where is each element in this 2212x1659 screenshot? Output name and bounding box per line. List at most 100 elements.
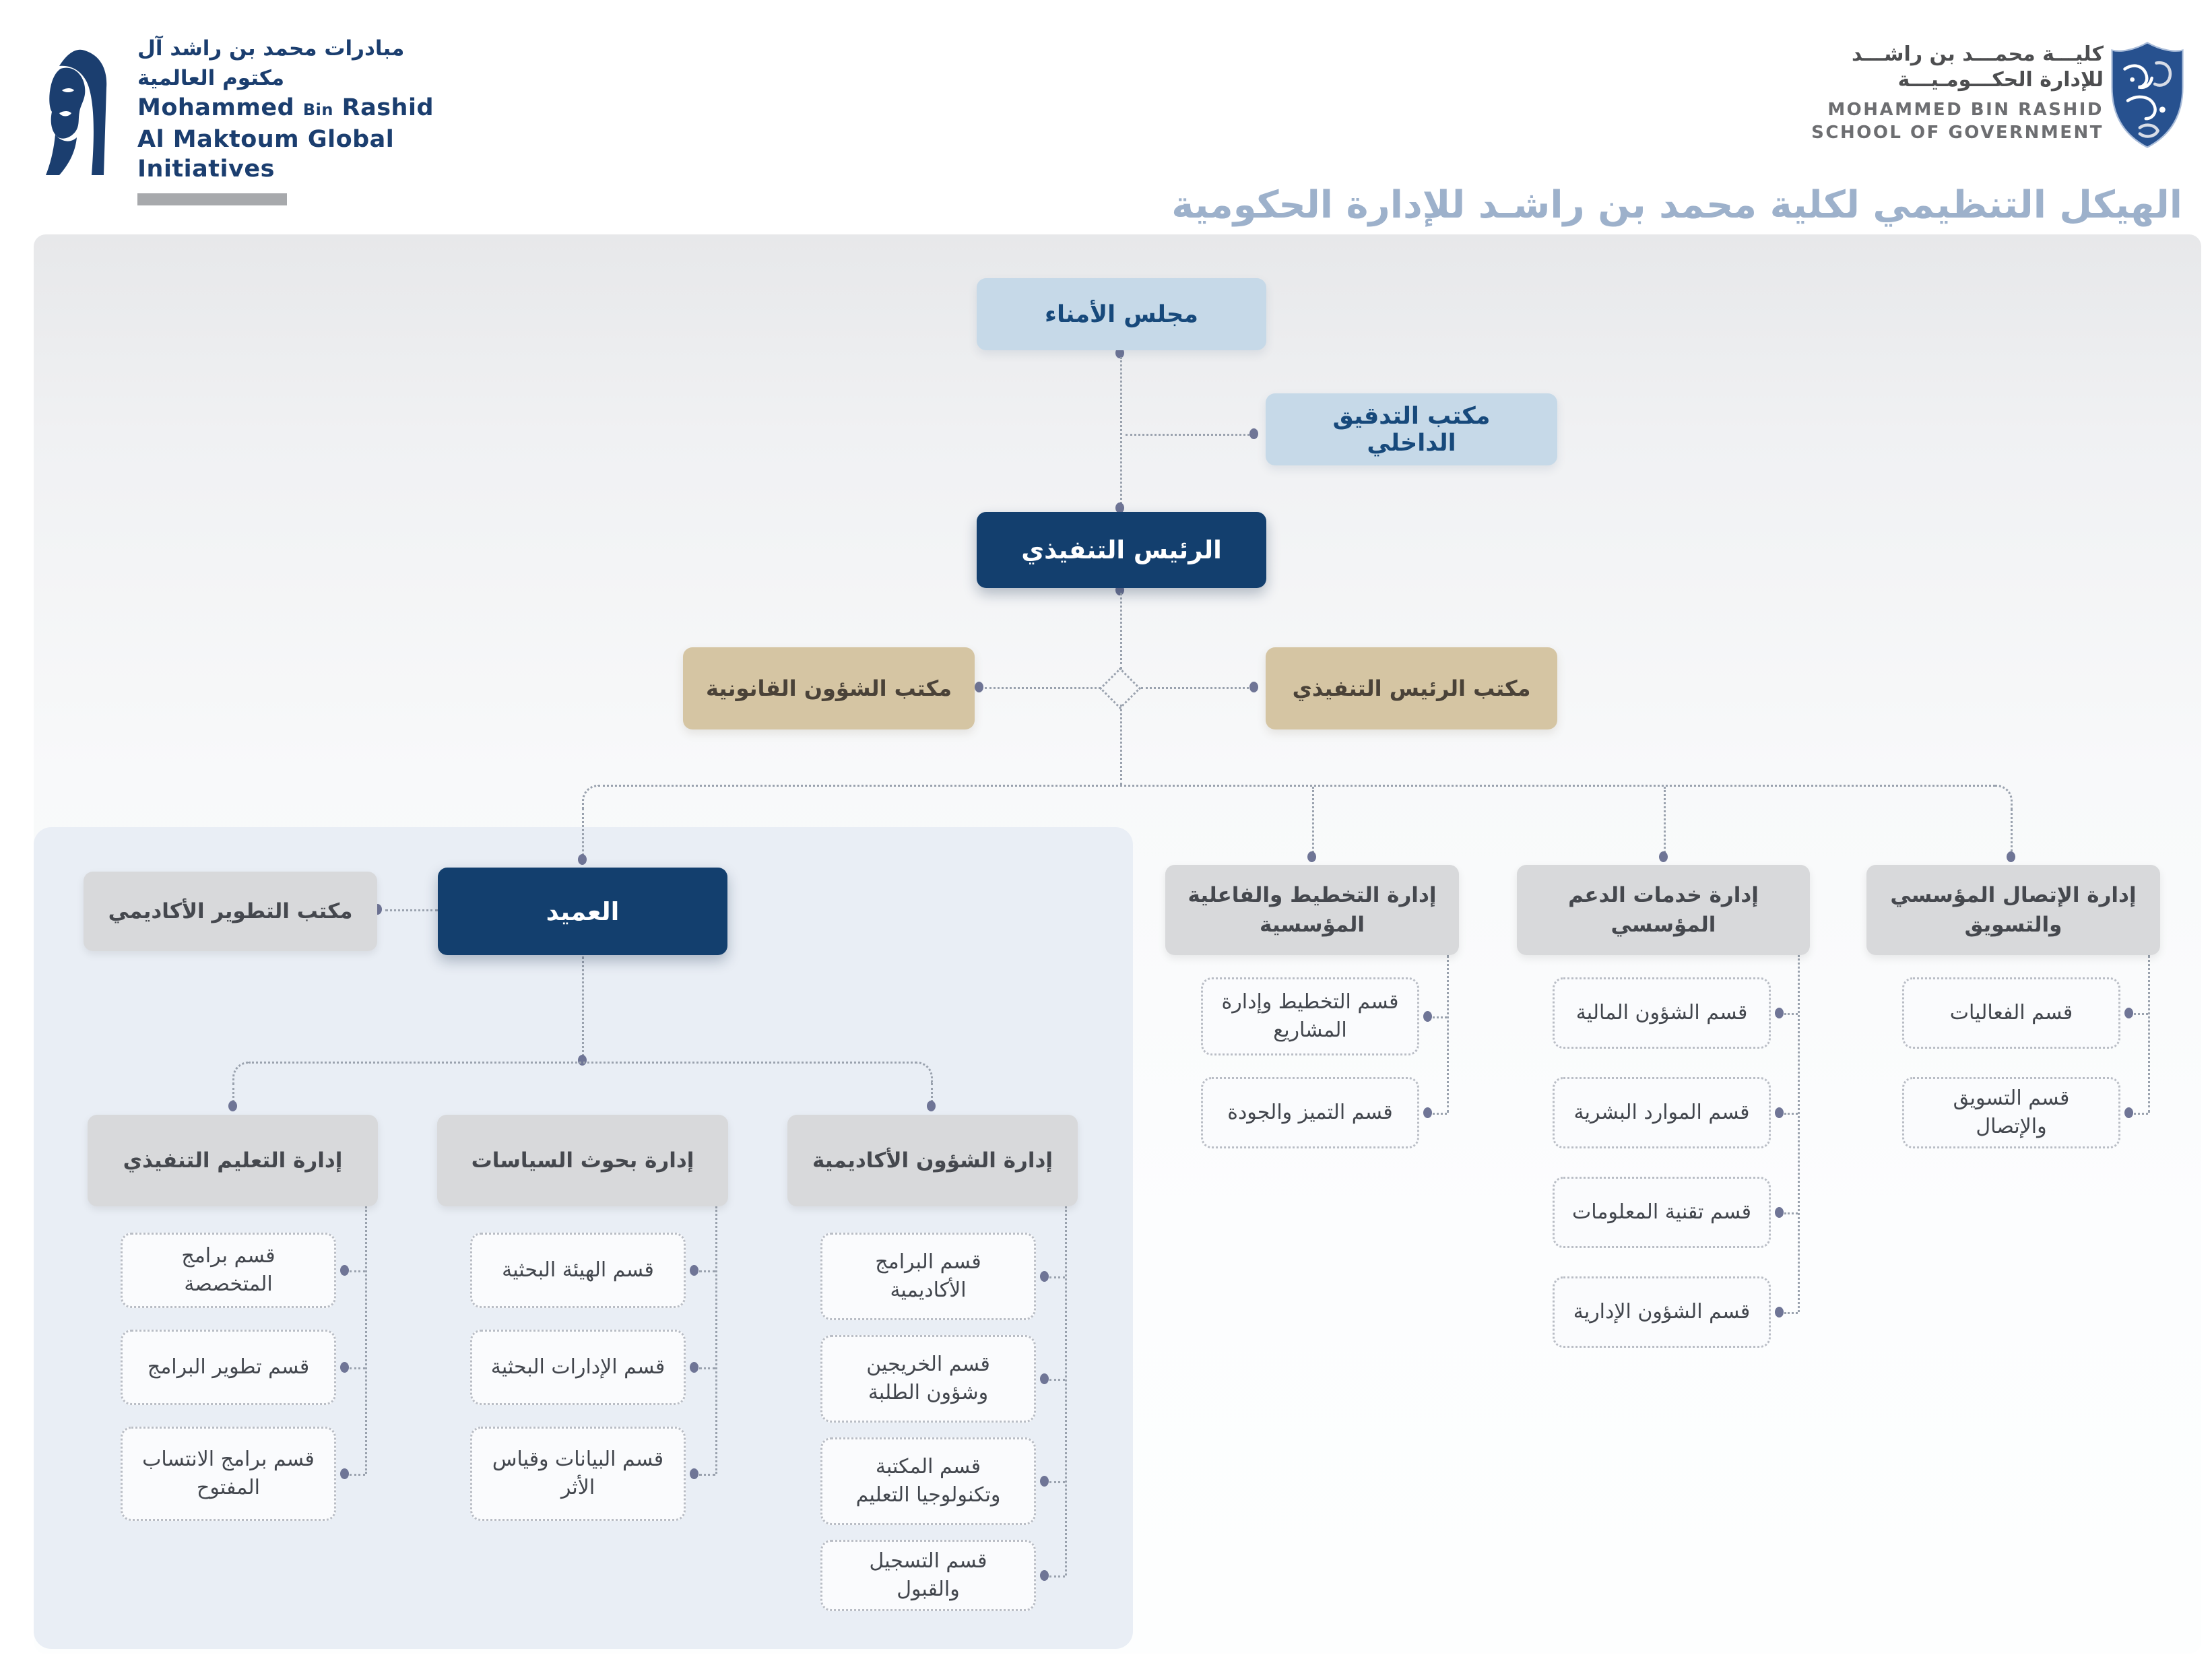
node-legal-affairs-office: مكتب الشؤون القانونية	[683, 647, 975, 729]
node-section-research-departments: قسم الإدارات البحثية	[470, 1330, 686, 1405]
node-academic-development-office: مكتب التطوير الأكاديمي	[84, 872, 377, 951]
connector-elbow	[232, 1062, 250, 1084]
connector-dot	[690, 1265, 698, 1276]
connector-line	[350, 1367, 365, 1369]
mbrgi-logo-underline	[137, 193, 287, 205]
mbrgi-english-name-line1: Mohammed Bin Rashid	[137, 94, 434, 121]
connector-dot	[1775, 1008, 1784, 1018]
connector-line	[1049, 1276, 1065, 1278]
connector-dot	[340, 1362, 349, 1373]
connector-line	[1664, 787, 1666, 857]
connector-line	[1120, 705, 1122, 785]
connector-line	[715, 1206, 717, 1474]
connector-dot	[690, 1468, 698, 1479]
connector-line	[2148, 955, 2150, 1113]
connector-line	[1433, 1016, 1447, 1018]
connector-line	[1784, 1013, 1798, 1015]
connector-dot	[927, 1101, 936, 1111]
connector-dot	[1249, 428, 1258, 439]
node-dept-policy-research: إدارة بحوث السياسات	[437, 1115, 728, 1206]
node-dept-executive-education: إدارة التعليم التنفيذي	[88, 1115, 378, 1206]
connector-line	[1784, 1212, 1798, 1214]
connector-dot	[2124, 1008, 2133, 1018]
connector-line	[350, 1270, 365, 1272]
node-dept-institutional-support-services: إدارة خدمات الدعم المؤسسي	[1517, 865, 1810, 955]
connector-dot	[1775, 1107, 1784, 1118]
node-dean: العميد	[438, 868, 727, 955]
connector-line	[2134, 1113, 2148, 1115]
connector-elbow	[582, 785, 599, 810]
node-dept-academic-affairs: إدارة الشؤون الأكاديمية	[787, 1115, 1078, 1206]
connector-line	[699, 1474, 715, 1476]
connector-dot	[578, 1055, 587, 1066]
node-section-administrative-affairs: قسم الشؤون الإدارية	[1553, 1276, 1771, 1348]
connector-dot	[690, 1362, 698, 1373]
node-internal-audit-office: مكتب التدقيق الداخلي	[1266, 393, 1557, 465]
mbrsg-logo: كليـــة محمـــد بن راشـــد للإدارة الحكـ…	[1811, 42, 2104, 144]
connector-line	[1065, 1206, 1067, 1575]
connector-dot	[1659, 851, 1668, 862]
node-section-library-education-technology: قسم المكتبة وتكنولوجيا التعليم	[820, 1437, 1036, 1525]
connector-line	[1126, 434, 1254, 436]
node-section-excellence-quality: قسم التميز والجودة	[1201, 1077, 1419, 1148]
connector-line	[1447, 955, 1449, 1113]
connector-dot	[340, 1468, 349, 1479]
connector-dot	[1307, 851, 1316, 862]
node-section-events: قسم الفعاليات	[1902, 977, 2120, 1049]
connector-line	[1312, 787, 1314, 857]
connector-line	[1120, 593, 1122, 670]
connector-dot	[1040, 1373, 1049, 1384]
mbrgi-english-name-line2: Al Maktoum Global Initiatives	[137, 126, 395, 183]
node-section-planning-project-management: قسم التخطيط وإدارة المشاريع	[1201, 977, 1419, 1055]
connector-dot	[1423, 1107, 1432, 1118]
node-dept-corporate-communication-marketing: إدارة الإتصال المؤسسي والتسويق	[1866, 865, 2160, 955]
connector-dot	[1775, 1207, 1784, 1218]
connector-line	[1049, 1575, 1065, 1577]
node-ceo-office: مكتب الرئيس التنفيذي	[1266, 647, 1557, 729]
connector-dot	[1249, 682, 1258, 692]
node-ceo: الرئيس التنفيذي	[977, 512, 1266, 588]
connector-line	[1120, 357, 1122, 512]
connector-line	[582, 956, 584, 1062]
node-section-data-impact-measurement: قسم البيانات وقياس الأثر	[470, 1427, 686, 1521]
connector-dot	[975, 682, 983, 692]
connector-line	[1784, 1113, 1798, 1115]
connector-line	[598, 785, 1995, 787]
connector-line	[1433, 1113, 1447, 1115]
connector-dot	[1040, 1570, 1049, 1581]
connector-line	[1141, 687, 1253, 689]
connector-dot	[1115, 502, 1124, 513]
node-section-financial-affairs: قسم الشؤون المالية	[1553, 977, 1771, 1049]
node-section-information-technology: قسم تقنية المعلومات	[1553, 1177, 1771, 1248]
connector-dot	[1040, 1271, 1049, 1282]
mbrgi-logo: مبادرات محمد بن راشد آل مكتوم العالمية M…	[30, 34, 447, 205]
connector-line	[2011, 808, 2013, 857]
mbrgi-arabic-name: مبادرات محمد بن راشد آل مكتوم العالمية	[137, 36, 405, 90]
connector-line	[699, 1367, 715, 1369]
connector-dot	[1040, 1476, 1049, 1487]
node-section-registration-admission: قسم التسجيل والقبول	[820, 1540, 1036, 1611]
mbrsg-english-line1: MOHAMMED BIN RASHID	[1827, 100, 2104, 120]
node-section-academic-programs: قسم البرامج الأكاديمية	[820, 1233, 1036, 1320]
node-board-of-trustees: مجلس الأمناء	[977, 278, 1266, 350]
connector-line	[1049, 1481, 1065, 1483]
node-section-specialized-programs: قسم برامج المتخصصة	[121, 1233, 336, 1308]
connector-line	[699, 1270, 715, 1272]
node-section-alumni-student-affairs: قسم الخريجين وشؤون الطلبة	[820, 1335, 1036, 1423]
connector-dot	[228, 1101, 237, 1111]
connector-dot	[2124, 1107, 2133, 1118]
connector-line	[1049, 1379, 1065, 1381]
connector-line	[350, 1474, 365, 1476]
connector-dot	[2007, 851, 2015, 862]
connector-line	[931, 1083, 933, 1106]
node-section-marketing-communication: قسم التسويق والإتصال	[1902, 1077, 2120, 1148]
node-section-research-faculty: قسم الهيئة البحثية	[470, 1233, 686, 1308]
page-title: الهيكل التنظيمي لكلية محمد بن راشـد للإد…	[1171, 183, 2182, 227]
connector-line	[385, 909, 438, 911]
connector-line	[249, 1062, 917, 1064]
connector-line	[1784, 1312, 1798, 1314]
connector-dot	[1423, 1011, 1432, 1022]
connector-dot	[1115, 348, 1124, 358]
connector-line	[985, 687, 1101, 689]
